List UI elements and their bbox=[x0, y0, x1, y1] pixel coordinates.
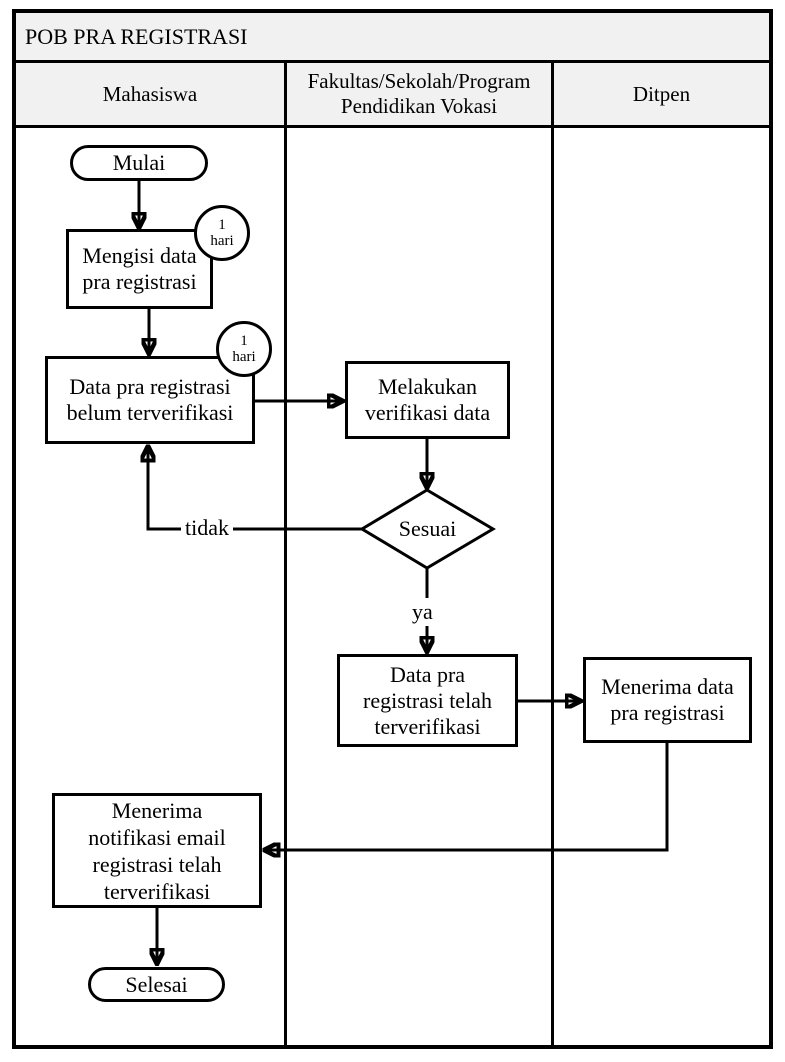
duration-value: 1 bbox=[240, 333, 248, 349]
duration-badge-data-belum: 1 hari bbox=[216, 321, 272, 377]
duration-badge-mengisi: 1 hari bbox=[194, 205, 250, 261]
lane-header-fakultas: Fakultas/Sekolah/Program Pendidikan Voka… bbox=[287, 63, 554, 125]
node-data-telah-terverifikasi: Data pra registrasi telah terverifikasi bbox=[337, 654, 518, 747]
lane-header-ditpen: Ditpen bbox=[554, 63, 769, 125]
diagram-title: POB PRA REGISTRASI bbox=[25, 23, 248, 49]
lane-header-mahasiswa: Mahasiswa bbox=[16, 63, 287, 125]
node-menerima-data: Menerima data pra registrasi bbox=[583, 657, 752, 743]
node-menerima-notifikasi: Menerima notifikasi email registrasi tel… bbox=[52, 793, 262, 908]
node-decision-sesuai: Sesuai bbox=[398, 516, 457, 541]
edge-label-tidak: tidak bbox=[181, 514, 233, 542]
lane-body-fakultas bbox=[287, 128, 554, 1045]
duration-unit: hari bbox=[210, 233, 234, 249]
arrow-sesuai-tidak-to-data-belum bbox=[148, 448, 362, 531]
node-end-selesai: Selesai bbox=[88, 967, 225, 1002]
node-melakukan-verifikasi: Melakukan verifikasi data bbox=[345, 361, 510, 439]
arrow-menerima-to-notifikasi bbox=[266, 743, 669, 850]
lane-header-row: Mahasiswa Fakultas/Sekolah/Program Pendi… bbox=[16, 63, 769, 128]
node-data-belum-terverifikasi: Data pra registrasi belum terverifikasi bbox=[45, 356, 255, 444]
lane-body-row bbox=[16, 128, 769, 1045]
lane-body-mahasiswa bbox=[16, 128, 287, 1045]
diagram-title-bar: POB PRA REGISTRASI bbox=[16, 13, 769, 63]
edge-label-ya: ya bbox=[408, 598, 437, 626]
duration-value: 1 bbox=[218, 217, 226, 233]
node-mengisi-data: Mengisi data pra registrasi bbox=[66, 229, 213, 309]
decision-diamond-shape bbox=[359, 488, 496, 570]
duration-unit: hari bbox=[232, 349, 256, 365]
node-start-mulai: Mulai bbox=[70, 145, 208, 181]
